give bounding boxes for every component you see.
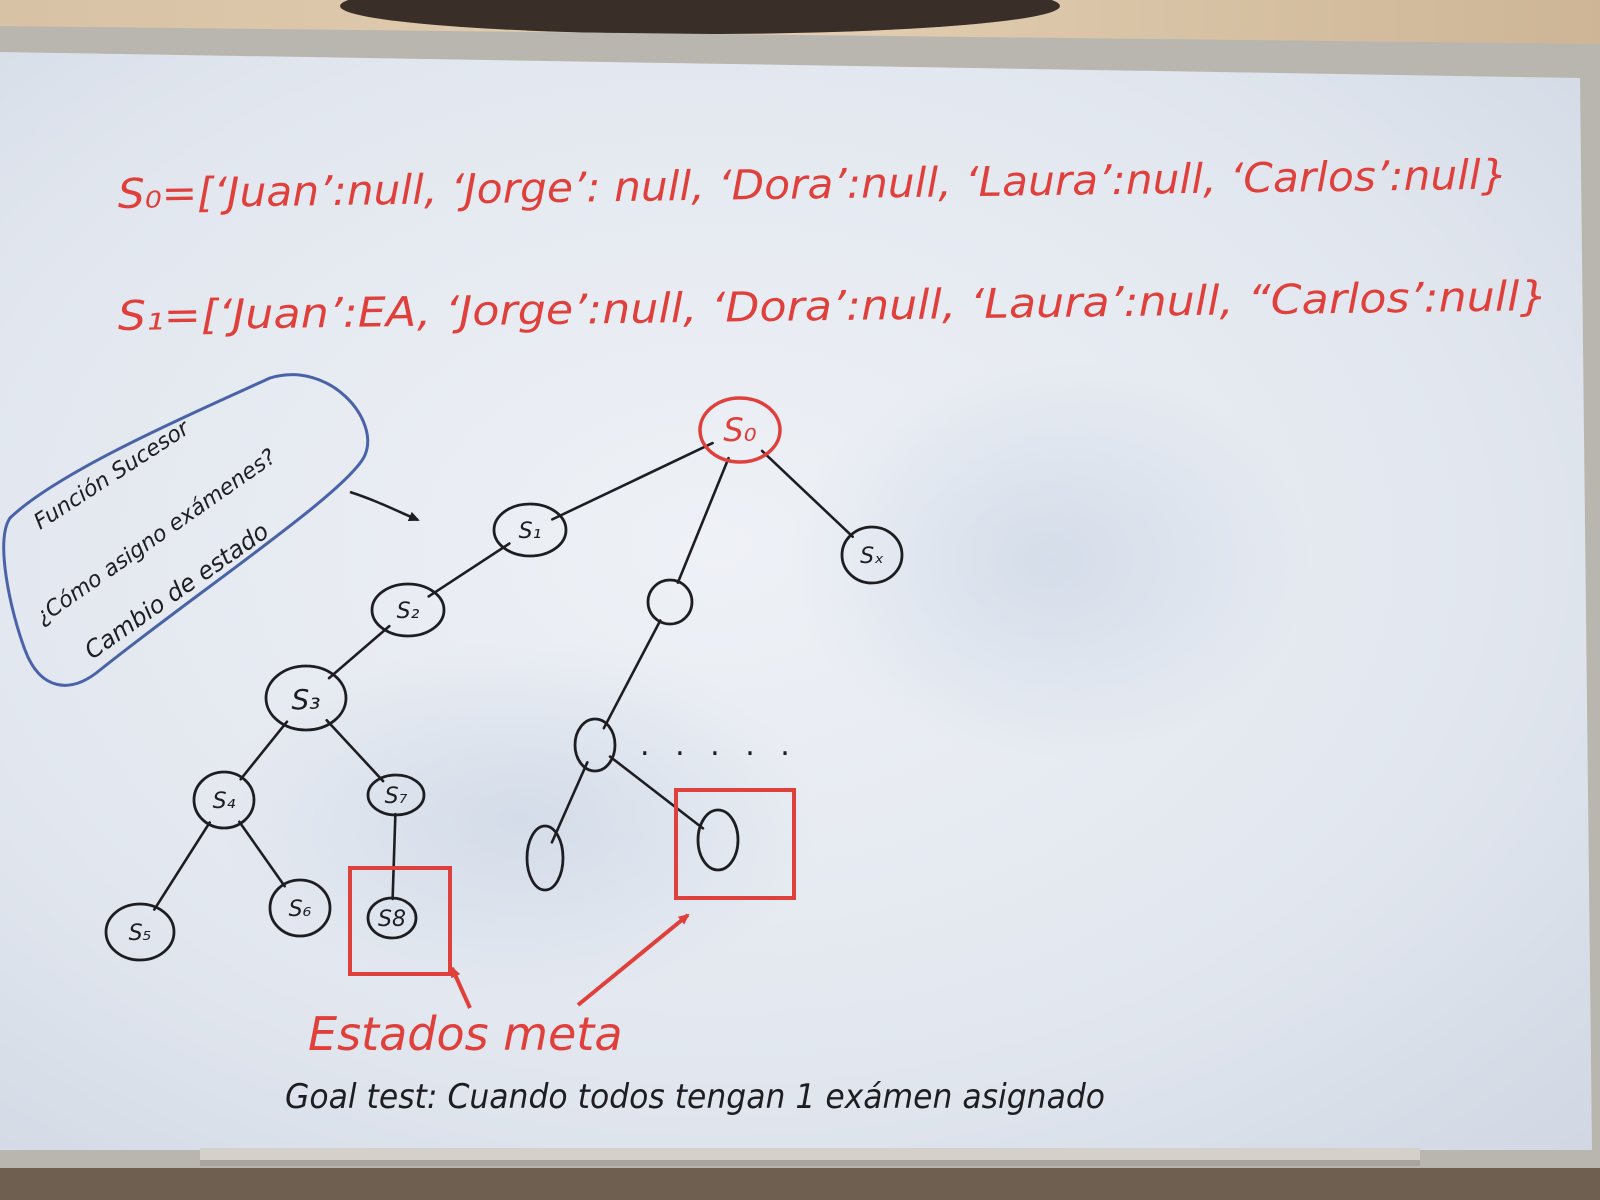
tree-node-n7 (366, 773, 426, 817)
tree-edge-n1-n2 (427, 542, 511, 598)
tree-node-label-root: S₀ (723, 411, 756, 449)
tree-node-nx (840, 525, 904, 585)
tree-edge-m2-m3 (550, 761, 589, 844)
tree-node-n2 (370, 582, 446, 638)
tree-node-label-n8: S8 (378, 907, 406, 932)
marker-tray-edge (200, 1160, 1420, 1166)
tree-edge-n4-n6 (238, 820, 286, 888)
tree-node-n1 (492, 502, 568, 558)
tree-node-n8 (366, 896, 418, 940)
tree-edge-n2-n3 (327, 624, 391, 680)
goal-box-n8 (348, 866, 452, 976)
tree-edge-n3-n4 (239, 720, 289, 781)
goal-arrow-right (576, 913, 690, 1007)
note-arrow (349, 490, 420, 522)
tree-ellipsis: . . . . . (640, 728, 798, 763)
note-bubble-outline (2, 373, 370, 687)
tree-edge-n7-n8 (391, 812, 397, 901)
tree-node-m2 (573, 717, 617, 773)
goal-box-goal2 (674, 788, 796, 900)
tree-node-label-nx: Sₓ (860, 544, 884, 569)
tree-node-n6 (268, 878, 332, 938)
goal-arrow-left (450, 966, 472, 1009)
board-smudge (790, 360, 1310, 760)
tree-node-label-n4: S₄ (213, 789, 236, 814)
tree-node-n3 (264, 664, 348, 732)
tree-node-n4 (192, 770, 256, 830)
tree-edge-root-nx (760, 449, 854, 539)
goal-test-text: Goal test: Cuando todos tengan 1 exámen … (285, 1077, 1105, 1117)
tree-node-m3 (525, 824, 565, 892)
dark-object-top (340, 0, 1060, 34)
tree-edge-n4-n5 (152, 821, 212, 911)
tree-node-label-n5: S₅ (129, 921, 152, 946)
tree-node-m1 (646, 578, 694, 626)
tree-node-root (698, 396, 782, 464)
tree-edge-m1-m2 (602, 619, 662, 730)
tree-node-n5 (104, 902, 176, 962)
tree-node-label-n6: S₆ (289, 897, 312, 922)
tree-edge-n3-n7 (325, 718, 385, 783)
tree-node-label-n3: S₃ (292, 683, 321, 716)
tree-edge-root-m1 (676, 456, 730, 584)
tree-node-label-n7: S₇ (385, 784, 408, 809)
tree-edge-m2-goal2 (608, 755, 705, 830)
goal-states-label: Estados meta (308, 1007, 623, 1061)
tree-node-label-n1: S₁ (519, 519, 542, 544)
tree-edge-root-n1 (551, 441, 714, 521)
tree-node-goal2 (696, 808, 740, 872)
tree-node-label-n2: S₂ (397, 599, 420, 624)
